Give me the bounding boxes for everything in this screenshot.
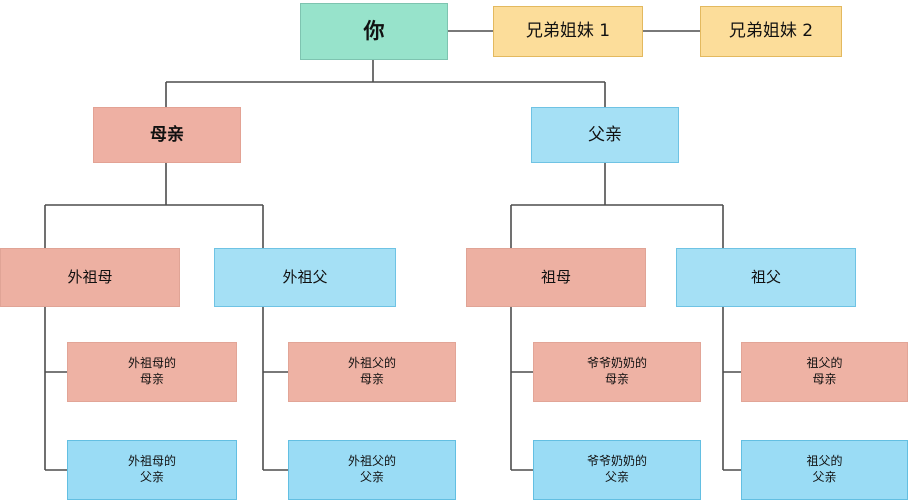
node-mgf-mother[interactable]: 外祖父的 母亲 <box>288 342 456 402</box>
node-mother[interactable]: 母亲 <box>93 107 241 163</box>
node-pgm-mother[interactable]: 爷爷奶奶的 母亲 <box>533 342 701 402</box>
node-pgf-father[interactable]: 祖父的 父亲 <box>741 440 908 500</box>
node-paternal-grandmother[interactable]: 祖母 <box>466 248 646 307</box>
node-mgm-father[interactable]: 外祖母的 父亲 <box>67 440 237 500</box>
node-sibling-1[interactable]: 兄弟姐妹 1 <box>493 6 643 57</box>
node-father[interactable]: 父亲 <box>531 107 679 163</box>
node-mgf-father[interactable]: 外祖父的 父亲 <box>288 440 456 500</box>
node-self[interactable]: 你 <box>300 3 448 60</box>
node-maternal-grandfather[interactable]: 外祖父 <box>214 248 396 307</box>
node-maternal-grandmother[interactable]: 外祖母 <box>0 248 180 307</box>
node-pgm-father[interactable]: 爷爷奶奶的 父亲 <box>533 440 701 500</box>
node-pgf-mother[interactable]: 祖父的 母亲 <box>741 342 908 402</box>
node-sibling-2[interactable]: 兄弟姐妹 2 <box>700 6 842 57</box>
node-mgm-mother[interactable]: 外祖母的 母亲 <box>67 342 237 402</box>
node-paternal-grandfather[interactable]: 祖父 <box>676 248 856 307</box>
